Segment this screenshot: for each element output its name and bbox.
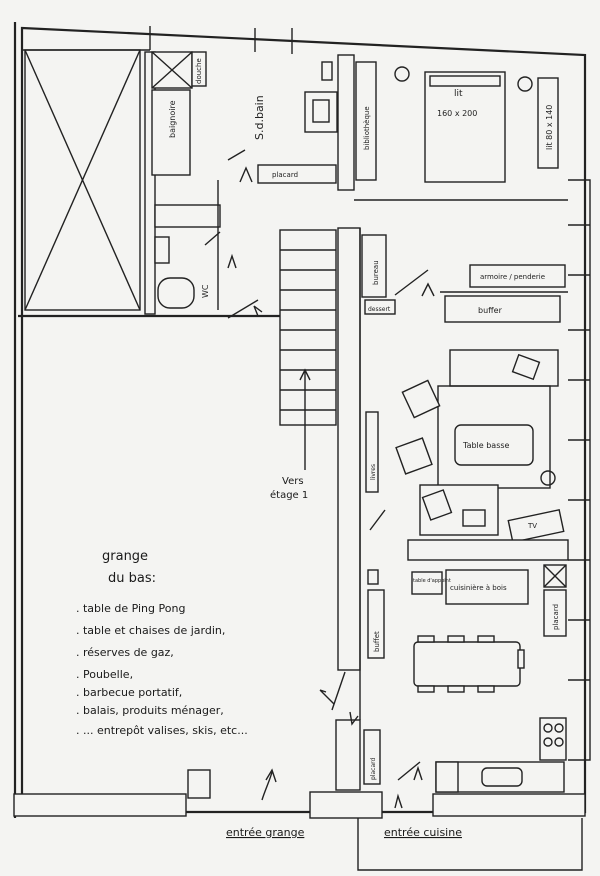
label-bed-small: lit 80 x 140 — [545, 105, 554, 150]
tv-stand — [507, 509, 565, 543]
stair-void-cross — [24, 49, 141, 311]
coffee-table — [454, 424, 534, 466]
sofa — [449, 349, 559, 387]
notes-item: . balais, produits ménager, — [76, 704, 224, 717]
label-bed-main-size: 160 x 200 — [437, 109, 477, 118]
label-bed-main: lit — [454, 89, 463, 99]
bed-small — [537, 77, 559, 169]
closet-right — [543, 589, 567, 637]
wardrobe — [469, 264, 566, 288]
counter — [407, 539, 569, 561]
label-entry-kitchen: entrée cuisine — [384, 826, 462, 839]
bathtub — [151, 89, 191, 176]
label-wc: WC — [201, 284, 210, 298]
closet-entry — [363, 729, 381, 785]
label-stairs-1: Vers — [282, 476, 304, 487]
label-shelf-mid: livres — [370, 464, 377, 480]
sink — [304, 91, 338, 133]
label-bookshelf: bibliothèque — [363, 106, 371, 150]
bed-main — [424, 71, 506, 183]
notes-item: . réserves de gaz, — [76, 646, 174, 659]
notes-item: . Poubelle, — [76, 668, 133, 681]
label-desk: bureau — [372, 260, 380, 285]
label-bath-room: S.d.bain — [253, 95, 266, 140]
label-shower: douche — [195, 58, 203, 84]
label-buffet-top: buffer — [478, 306, 503, 315]
bedroom — [337, 54, 568, 323]
barn-notes: grange du bas: . table de Ping Pong . ta… — [76, 549, 248, 737]
label-closet-entry: placard — [370, 758, 377, 780]
notes-title-2: du bas: — [108, 571, 156, 586]
wc-bowl — [157, 277, 195, 309]
label-buffet-left: buffet — [373, 631, 381, 652]
buffet-top — [444, 295, 561, 323]
notes-item: . ... entrepôt valises, skis, etc... — [76, 724, 248, 737]
buffet-left — [367, 589, 385, 659]
kitchen-sink — [481, 767, 523, 787]
desk — [361, 234, 387, 298]
wood-stove — [445, 569, 529, 605]
label-stairs-2: étage 1 — [270, 489, 308, 501]
living-room — [395, 349, 569, 561]
door-arrows — [227, 166, 435, 809]
notes-item: . barbecue portatif, — [76, 686, 182, 699]
central-wall — [331, 227, 429, 720]
label-dresser: dessert — [368, 306, 391, 313]
shelf-mid — [365, 411, 379, 493]
label-wood-stove: cuisinière à bois — [450, 584, 507, 592]
notes-title-1: grange — [102, 549, 148, 564]
label-entry-barn: entrée grange — [226, 826, 305, 839]
side-table — [411, 571, 443, 595]
label-wardrobe: armoire / penderie — [480, 273, 545, 281]
entry-area — [13, 689, 586, 819]
notes-item: . table et chaises de jardin, — [76, 624, 225, 637]
label-bathtub: baignoire — [168, 100, 177, 138]
label-side-table: table d'appoint — [413, 578, 451, 584]
notes-item: . table de Ping Pong — [76, 602, 185, 615]
label-coffee-table: Table basse — [462, 441, 510, 450]
label-closet-bath: placard — [272, 171, 298, 179]
staircase — [279, 229, 337, 470]
bookshelf — [355, 61, 377, 181]
dresser — [364, 299, 396, 315]
kitchen — [367, 564, 567, 793]
label-tv: TV — [527, 522, 537, 530]
bathroom — [144, 51, 338, 319]
label-closet-right: placard — [552, 604, 560, 630]
dining-table — [413, 641, 521, 687]
